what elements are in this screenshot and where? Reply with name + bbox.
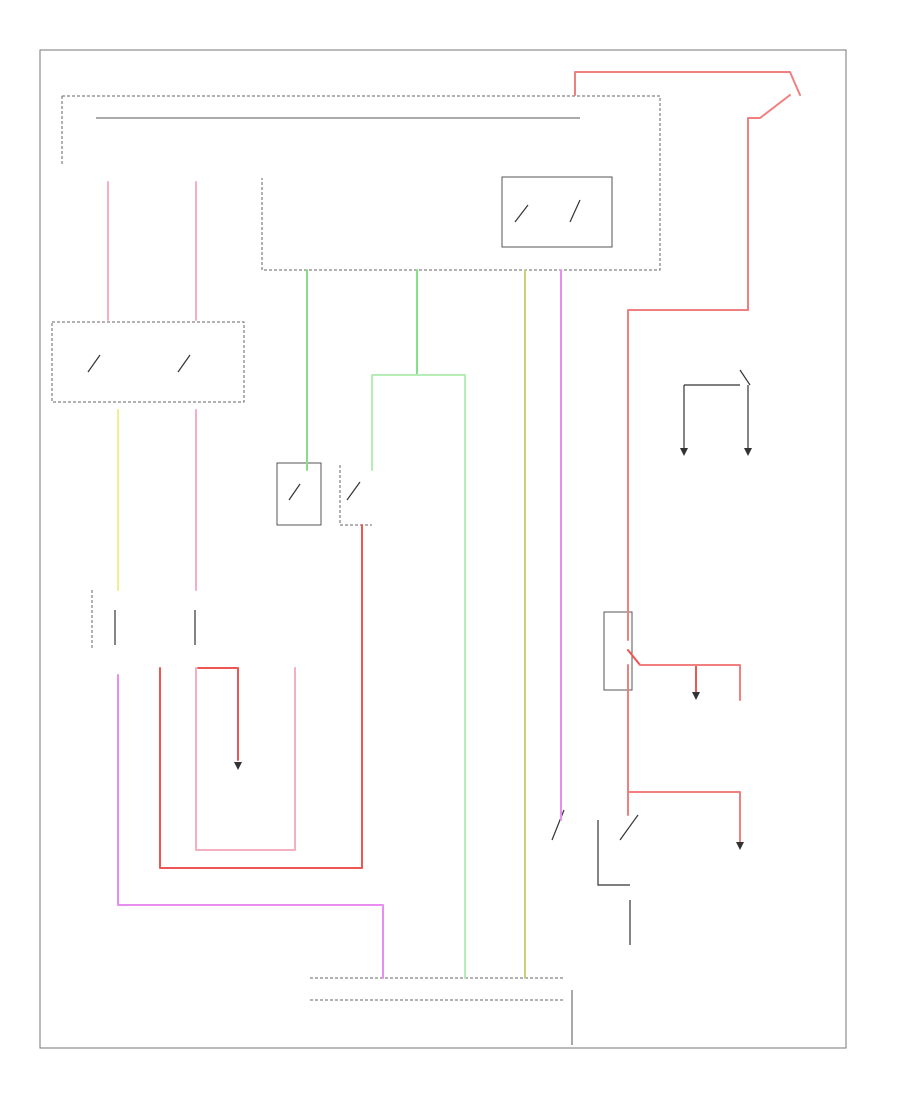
starter-relay (501, 176, 613, 248)
ecm-connector (310, 977, 573, 1045)
diagram-frame (39, 49, 847, 1049)
ignition-switch (51, 321, 245, 403)
starter-motor (551, 809, 639, 945)
clutch-switch (276, 462, 322, 526)
wire-red-starter (627, 791, 741, 843)
wires (107, 71, 801, 979)
wire-red-split (627, 649, 697, 693)
wire-red-loop (159, 524, 363, 869)
wire-red-split-2 (639, 664, 741, 701)
fuse-block (61, 95, 661, 271)
wire-fuse-to-ground (197, 667, 239, 761)
wire-pink-loop (195, 667, 296, 851)
wire-main-red (627, 309, 749, 641)
wire-magenta-loop (117, 674, 384, 979)
wire-battery-feed (574, 71, 801, 96)
ground-markers (234, 448, 752, 850)
wire-battery-down (747, 94, 791, 311)
power-distribution-block (603, 611, 633, 691)
battery (683, 369, 751, 450)
fuses-mid (91, 590, 196, 650)
neutral-switch (339, 465, 372, 526)
